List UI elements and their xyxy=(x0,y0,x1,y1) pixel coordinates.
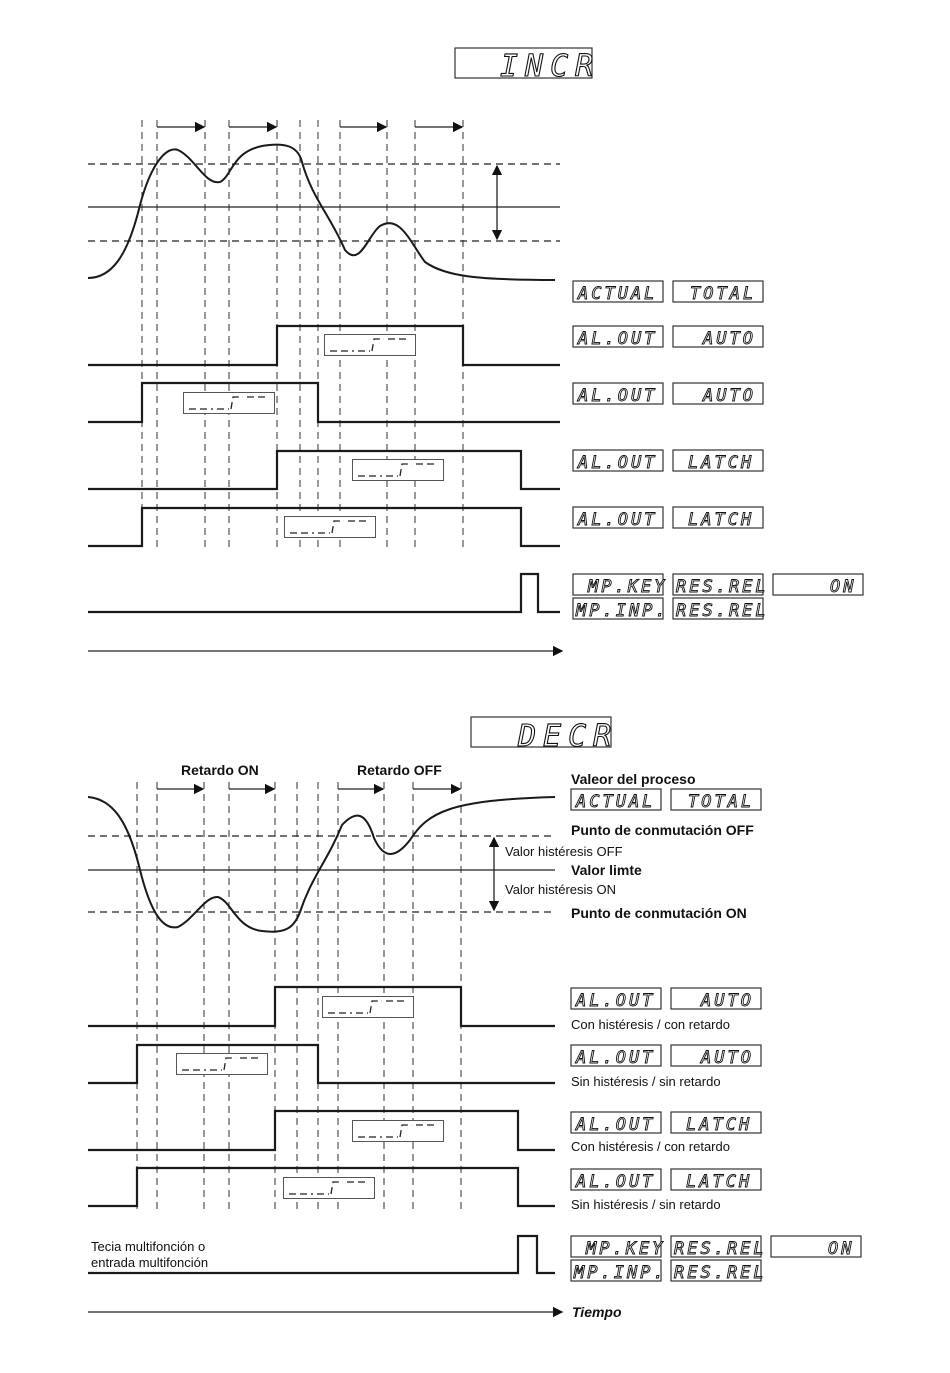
decr-section: DECR Retardo ON Retardo OFF xyxy=(87,716,862,1320)
incr-output-3 xyxy=(88,449,560,491)
decr-lcd-row-1: AL.OUT AUTO xyxy=(570,987,762,1011)
incr-lcd-mp-key: MP.KEY RES.REL ON xyxy=(572,573,864,597)
incr-lcd-row-0: ACTUAL TOTAL xyxy=(572,280,764,304)
timer-symbol xyxy=(283,1177,375,1199)
decr-title-display: DECR xyxy=(470,716,618,755)
timer-symbol xyxy=(352,459,444,481)
incr-lcd-row-1: AL.OUT AUTO xyxy=(572,325,764,349)
switch-off-label: Punto de conmutación OFF xyxy=(571,822,754,838)
time-axis-label: Tiempo xyxy=(572,1304,622,1320)
incr-output-4 xyxy=(88,506,560,548)
incr-output-1 xyxy=(88,324,560,367)
incr-process-curve xyxy=(87,143,556,281)
svg-text:AUTO: AUTO xyxy=(702,386,756,406)
svg-text:AL.OUT: AL.OUT xyxy=(577,329,657,349)
decr-lcd-row-0: ACTUAL TOTAL xyxy=(570,788,762,812)
limit-label: Valor limte xyxy=(571,862,642,878)
svg-text:MP.INP.: MP.INP. xyxy=(573,1263,667,1283)
timer-symbol xyxy=(284,516,376,538)
incr-title-display: INCR xyxy=(454,47,600,85)
svg-text:AL.OUT: AL.OUT xyxy=(575,991,655,1011)
svg-text:TOTAL: TOTAL xyxy=(690,284,756,304)
process-value-label: Valeor del proceso xyxy=(571,771,696,787)
svg-text:RES.REL: RES.REL xyxy=(676,601,769,621)
decr-process-curve xyxy=(87,796,556,933)
hysteresis-off-label: Valor histéresis OFF xyxy=(505,844,623,859)
incr-lcd-row-3: AL.OUT LATCH xyxy=(572,449,764,473)
svg-text:RES.REL: RES.REL xyxy=(674,1239,767,1259)
decr-output-1 xyxy=(88,985,555,1028)
svg-text:AUTO: AUTO xyxy=(700,991,754,1011)
svg-text:RES.REL: RES.REL xyxy=(676,577,769,597)
decr-lcd-row-4: AL.OUT LATCH xyxy=(570,1168,762,1192)
incr-lcd-row-2: AL.OUT AUTO xyxy=(572,382,764,406)
decr-output-2 xyxy=(88,1043,555,1085)
svg-text:LATCH: LATCH xyxy=(686,1115,752,1135)
row-caption-2: Sin histéresis / sin retardo xyxy=(571,1074,721,1089)
incr-lcd-row-4: AL.OUT LATCH xyxy=(572,506,764,530)
svg-text:AL.OUT: AL.OUT xyxy=(577,510,657,530)
svg-text:LATCH: LATCH xyxy=(688,510,754,530)
row-caption-3: Con histéresis / con retardo xyxy=(571,1139,730,1154)
svg-text:AL.OUT: AL.OUT xyxy=(577,453,657,473)
timer-symbol xyxy=(176,1053,268,1075)
row-caption-1: Con histéresis / con retardo xyxy=(571,1017,730,1032)
decr-title: DECR xyxy=(517,719,618,754)
svg-text:RES.REL: RES.REL xyxy=(674,1263,767,1283)
multifunction-caption-1: Tecia multifonción o xyxy=(91,1239,205,1254)
decr-lcd-mp-inp: MP.INP. RES.REL xyxy=(570,1259,767,1283)
svg-text:ON: ON xyxy=(828,1239,854,1259)
svg-text:AL.OUT: AL.OUT xyxy=(575,1172,655,1192)
svg-text:LATCH: LATCH xyxy=(686,1172,752,1192)
row-caption-4: Sin histéresis / sin retardo xyxy=(571,1197,721,1212)
incr-title: INCR xyxy=(500,49,600,84)
svg-text:MP.KEY: MP.KEY xyxy=(587,577,667,597)
timer-symbol xyxy=(352,1120,444,1142)
incr-lcd-mp-inp: MP.INP. RES.REL xyxy=(572,597,769,621)
svg-text:AL.OUT: AL.OUT xyxy=(575,1115,655,1135)
hysteresis-on-label: Valor histéresis ON xyxy=(505,882,616,897)
svg-text:ACTUAL: ACTUAL xyxy=(577,284,657,304)
svg-text:AUTO: AUTO xyxy=(700,1048,754,1068)
svg-text:ACTUAL: ACTUAL xyxy=(575,792,655,812)
decr-output-4 xyxy=(88,1166,555,1208)
incr-section: INCR xyxy=(87,47,864,657)
multifunction-caption-2: entrada multifonción xyxy=(91,1255,208,1270)
svg-text:MP.INP.: MP.INP. xyxy=(575,601,669,621)
decr-lcd-row-3: AL.OUT LATCH xyxy=(570,1111,762,1135)
incr-multifunction-pulse xyxy=(88,572,560,614)
delay-on-label: Retardo ON xyxy=(181,762,259,778)
svg-text:AL.OUT: AL.OUT xyxy=(577,386,657,406)
timer-symbol xyxy=(183,392,275,414)
timer-symbol xyxy=(322,996,414,1018)
timer-symbol xyxy=(324,334,416,356)
delay-off-label: Retardo OFF xyxy=(357,762,442,778)
decr-multifunction-pulse xyxy=(88,1234,555,1275)
decr-lcd-row-2: AL.OUT AUTO xyxy=(570,1044,762,1068)
switch-on-label: Punto de conmutación ON xyxy=(571,905,747,921)
svg-text:AL.OUT: AL.OUT xyxy=(575,1048,655,1068)
svg-text:TOTAL: TOTAL xyxy=(688,792,754,812)
decr-output-3 xyxy=(88,1109,555,1152)
svg-text:LATCH: LATCH xyxy=(688,453,754,473)
svg-text:ON: ON xyxy=(830,577,856,597)
svg-text:AUTO: AUTO xyxy=(702,329,756,349)
incr-output-2 xyxy=(88,381,560,424)
decr-lcd-mp-key: MP.KEY RES.REL ON xyxy=(570,1235,862,1259)
svg-text:MP.KEY: MP.KEY xyxy=(585,1239,665,1259)
